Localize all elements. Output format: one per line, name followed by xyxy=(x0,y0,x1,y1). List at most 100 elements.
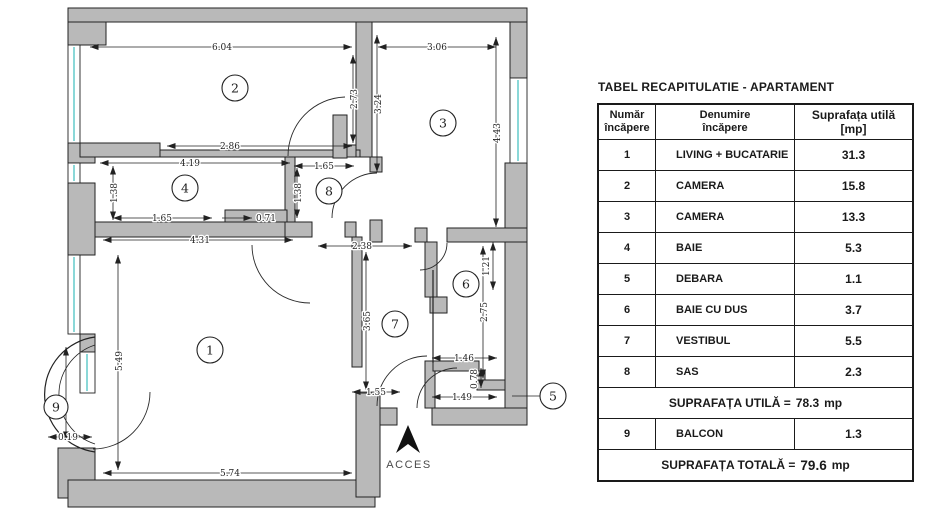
dim-label: 1.38 xyxy=(294,183,304,203)
dim-label: 2.75 xyxy=(480,302,490,322)
dim-label: 3.24 xyxy=(374,94,384,114)
window xyxy=(67,162,81,184)
table-row: 5 DEBARA 1.1 xyxy=(599,263,912,294)
floor-plan: 6.04 3.06 2.86 4.19 1.65 1.38 1.38 1.65 … xyxy=(43,7,567,508)
door-balcony xyxy=(92,391,151,450)
room-name-cell: SAS xyxy=(656,357,795,387)
room-number-cell: 9 xyxy=(599,419,656,449)
room-name-cell: BALCON xyxy=(656,419,795,449)
dim-label: 5.49 xyxy=(115,351,125,371)
dim-label: 2.73 xyxy=(350,89,360,109)
table-title: TABEL RECAPITULATIE - APARTAMENT xyxy=(598,80,835,94)
svg-text:4: 4 xyxy=(181,181,189,196)
door-bath xyxy=(419,242,448,271)
table-row: 1 LIVING + BUCATARIE 31.3 xyxy=(599,139,912,170)
dim-label: 4.19 xyxy=(180,159,200,169)
room-number-cell: 1 xyxy=(599,140,656,170)
room-area-cell: 15.8 xyxy=(841,179,866,193)
room-marker-5: 5 xyxy=(539,382,567,410)
room-name-cell: LIVING + BUCATARIE xyxy=(656,140,795,170)
room-marker-6: 6 xyxy=(452,270,480,298)
room-marker-8: 8 xyxy=(315,177,343,205)
dim-label: 4.31 xyxy=(190,236,210,246)
room-area-cell: 3.7 xyxy=(845,303,862,317)
svg-text:1: 1 xyxy=(206,343,214,358)
window xyxy=(79,351,96,394)
dim-label: 1.65 xyxy=(152,214,172,224)
room-marker-4: 4 xyxy=(171,174,199,202)
dim-label: 2.38 xyxy=(352,242,372,252)
room-number-cell: 4 xyxy=(599,233,656,263)
window xyxy=(67,254,81,335)
access-label: ACCES xyxy=(386,459,431,471)
dimension-labels: 6.04 3.06 2.86 4.19 1.65 1.38 1.38 1.65 … xyxy=(57,42,505,481)
svg-text:3: 3 xyxy=(439,116,447,131)
room-area-cell: 5.3 xyxy=(845,241,862,255)
door-living xyxy=(251,244,311,304)
dimension-lines xyxy=(48,35,540,476)
access-arrow-icon xyxy=(396,425,420,453)
door-sas xyxy=(331,172,378,219)
svg-text:6: 6 xyxy=(462,277,470,292)
room-marker-3: 3 xyxy=(429,109,457,137)
room-number-cell: 5 xyxy=(599,264,656,294)
window xyxy=(67,44,81,144)
room-marker-7: 7 xyxy=(381,310,409,338)
room-area-cell: 13.3 xyxy=(841,210,866,224)
header-area: Suprafața utilă[mp] xyxy=(811,107,896,136)
room-number-cell: 7 xyxy=(599,326,656,356)
dim-label: 2.86 xyxy=(220,142,240,152)
dim-label: 3.65 xyxy=(363,311,373,331)
dim-label: 3.06 xyxy=(427,43,447,53)
dim-label: 6.04 xyxy=(212,43,232,53)
table-row: 4 BAIE 5.3 xyxy=(599,232,912,263)
room-number-cell: 3 xyxy=(599,202,656,232)
room-area-cell: 31.3 xyxy=(841,148,866,162)
dim-label: 1.21 xyxy=(482,256,492,276)
dim-label: 1.49 xyxy=(452,393,472,403)
dim-label: 0.19 xyxy=(58,433,78,443)
room-marker-9: 9 xyxy=(43,394,69,420)
table-row-balcony: 9 BALCON 1.3 xyxy=(599,418,912,449)
room-name-cell: BAIE xyxy=(656,233,795,263)
dim-label: 0.78 xyxy=(470,369,480,389)
room-area-cell: 1.3 xyxy=(845,427,862,441)
room-number-cell: 2 xyxy=(599,171,656,201)
window xyxy=(509,77,528,164)
table-row: 7 VESTIBUL 5.5 xyxy=(599,325,912,356)
room-number-cell: 8 xyxy=(599,357,656,387)
room-name-cell: DEBARA xyxy=(656,264,795,294)
windows xyxy=(67,44,528,394)
dim-label: 1.55 xyxy=(366,388,386,398)
table-row: 2 CAMERA 15.8 xyxy=(599,170,912,201)
svg-text:2: 2 xyxy=(231,81,239,96)
table-row: 6 BAIE CU DUS 3.7 xyxy=(599,294,912,325)
room-name-cell: CAMERA xyxy=(656,171,795,201)
room-number-cell: 6 xyxy=(599,295,656,325)
dim-label: 1.38 xyxy=(110,183,120,203)
room-area-cell: 1.1 xyxy=(845,272,862,286)
room-marker-1: 1 xyxy=(196,336,224,364)
walls xyxy=(57,7,528,508)
room-name-cell: VESTIBUL xyxy=(656,326,795,356)
dim-label: 5.74 xyxy=(220,469,240,479)
dim-label: 1.65 xyxy=(314,162,334,172)
room-name-cell: CAMERA xyxy=(656,202,795,232)
dim-label: 0.71 xyxy=(256,214,276,224)
room-area-cell: 5.5 xyxy=(845,334,862,348)
svg-text:9: 9 xyxy=(52,400,60,415)
svg-text:5: 5 xyxy=(549,389,557,404)
table-row: 8 SAS 2.3 xyxy=(599,356,912,387)
room-area-cell: 2.3 xyxy=(845,365,862,379)
room-marker-2: 2 xyxy=(221,74,249,102)
access-marker: ACCES xyxy=(385,425,431,472)
